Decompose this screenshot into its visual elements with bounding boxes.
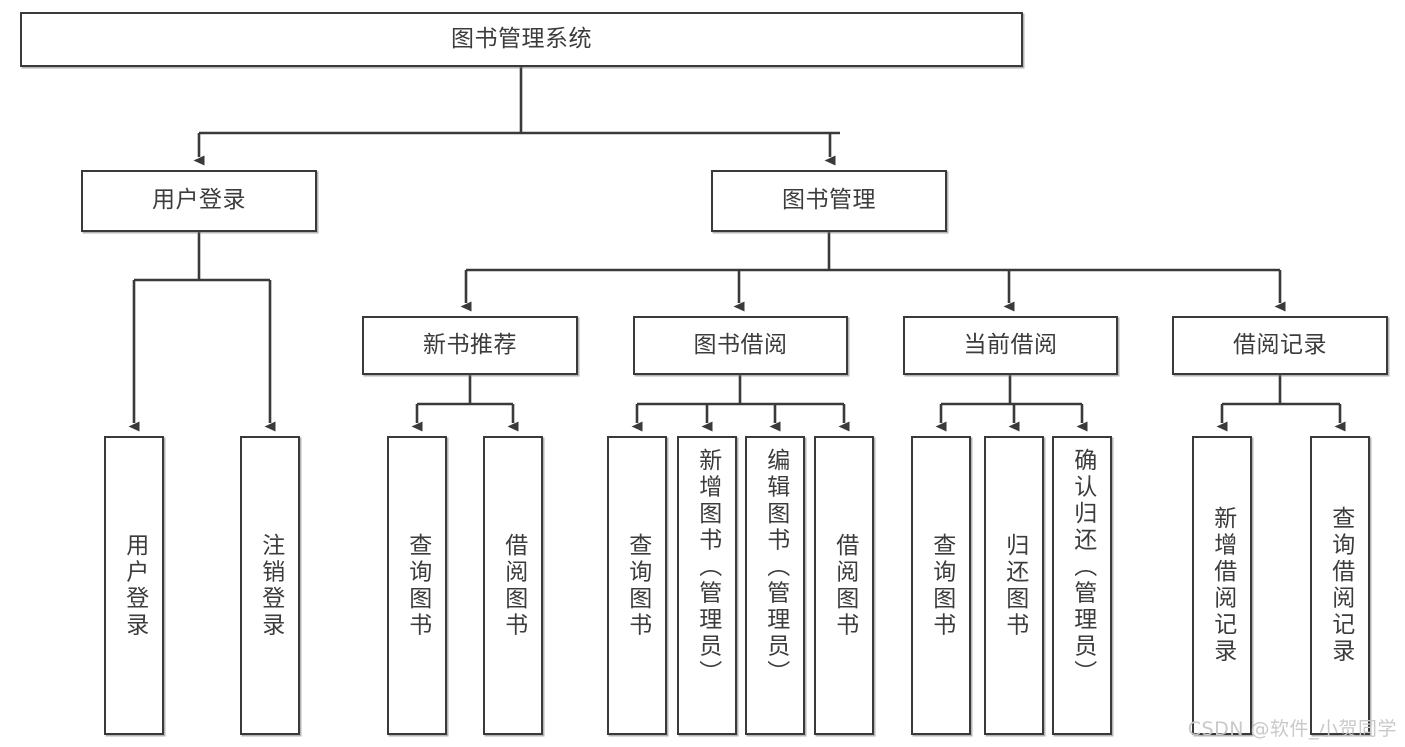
- node-new-book-rec-label: 新书推荐: [423, 331, 517, 358]
- leaf-add-book-label: 新增图书（管理员）: [694, 448, 721, 687]
- leaf-query-book-1-label: 查询图书: [404, 532, 431, 639]
- node-new-book-rec[interactable]: 新书推荐: [362, 316, 578, 375]
- leaf-add-record[interactable]: 新增借阅记录: [1192, 436, 1252, 735]
- node-book-borrow[interactable]: 图书借阅: [633, 316, 848, 375]
- leaf-edit-book[interactable]: 编辑图书（管理员）: [745, 436, 805, 735]
- node-book-manage[interactable]: 图书管理: [711, 170, 947, 232]
- leaf-query-book-1[interactable]: 查询图书: [387, 436, 447, 735]
- leaf-user-logout[interactable]: 注销登录: [240, 436, 300, 735]
- node-borrow-record-label: 借阅记录: [1233, 331, 1327, 358]
- leaf-borrow-book-2[interactable]: 借阅图书: [814, 436, 874, 735]
- leaf-user-logout-label: 注销登录: [257, 532, 284, 639]
- node-root[interactable]: 图书管理系统: [20, 12, 1023, 67]
- leaf-edit-book-label: 编辑图书（管理员）: [762, 448, 789, 687]
- node-borrow-record[interactable]: 借阅记录: [1172, 316, 1388, 375]
- leaf-query-record-label: 查询借阅记录: [1327, 506, 1354, 665]
- node-user-login-label: 用户登录: [152, 187, 246, 214]
- node-current-borrow-label: 当前借阅: [963, 331, 1058, 358]
- leaf-query-book-3-label: 查询图书: [928, 532, 955, 639]
- node-user-login[interactable]: 用户登录: [81, 170, 317, 232]
- leaf-query-record[interactable]: 查询借阅记录: [1310, 436, 1370, 735]
- leaf-borrow-book-1-label: 借阅图书: [500, 532, 527, 639]
- csdn-watermark: CSDN @软件_小贺同学: [1187, 718, 1397, 740]
- leaf-query-book-2[interactable]: 查询图书: [607, 436, 667, 735]
- node-book-borrow-label: 图书借阅: [693, 331, 788, 358]
- leaf-user-login-label: 用户登录: [121, 532, 148, 639]
- leaf-confirm-return[interactable]: 确认归还（管理员）: [1052, 436, 1112, 735]
- leaf-borrow-book-2-label: 借阅图书: [831, 532, 858, 639]
- node-book-manage-label: 图书管理: [782, 187, 876, 214]
- leaf-query-book-3[interactable]: 查询图书: [911, 436, 971, 735]
- leaf-confirm-return-label: 确认归还（管理员）: [1069, 448, 1096, 687]
- leaf-add-book[interactable]: 新增图书（管理员）: [677, 436, 737, 735]
- node-root-label: 图书管理系统: [451, 25, 592, 52]
- leaf-query-book-2-label: 查询图书: [624, 532, 651, 639]
- node-current-borrow[interactable]: 当前借阅: [903, 316, 1118, 375]
- leaf-add-record-label: 新增借阅记录: [1209, 506, 1236, 665]
- leaf-return-book-label: 归还图书: [1001, 532, 1028, 639]
- leaf-return-book[interactable]: 归还图书: [984, 436, 1044, 735]
- leaf-borrow-book-1[interactable]: 借阅图书: [483, 436, 543, 735]
- leaf-user-login[interactable]: 用户登录: [104, 436, 164, 735]
